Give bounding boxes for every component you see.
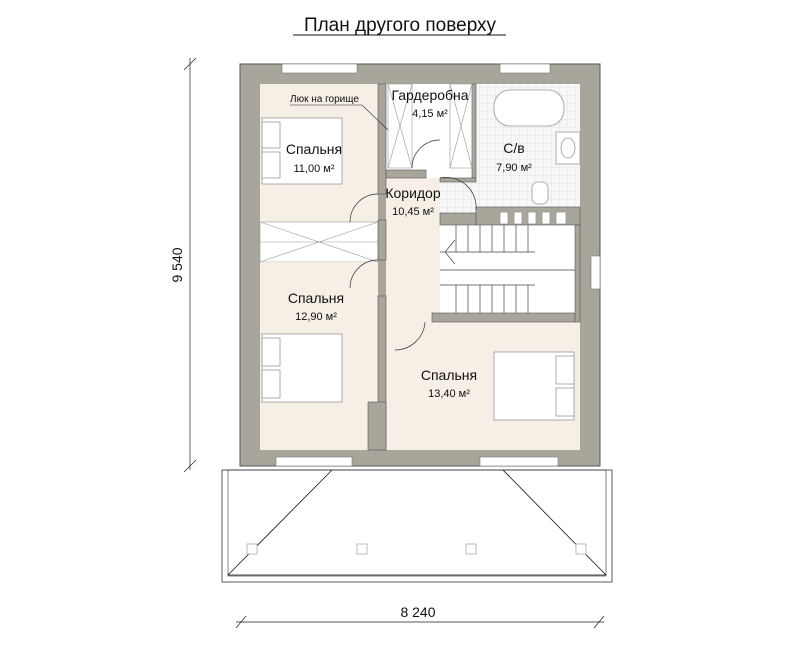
room-labels: Спальня 11,00 м² Гардеробна 4,15 м² С/в … <box>286 87 532 400</box>
room-area: 4,15 м² <box>412 108 448 120</box>
room-name: Спальня <box>288 290 344 306</box>
room-name: Спальня <box>421 367 477 383</box>
balcony <box>221 469 613 583</box>
wardrobes <box>259 83 473 263</box>
room-name: Гардеробна <box>391 87 468 103</box>
room-area: 11,00 м² <box>294 163 335 175</box>
staircase <box>440 225 575 313</box>
room-name: С/в <box>503 140 524 156</box>
room-area: 12,90 м² <box>295 311 337 323</box>
height-dimension: 9 540 <box>169 247 185 282</box>
room-area: 7,90 м² <box>496 162 532 174</box>
beds <box>261 117 575 421</box>
room-area: 10,45 м² <box>392 206 434 218</box>
windows <box>275 63 601 467</box>
dimension-lines <box>183 57 605 629</box>
room-area: 13,40 м² <box>428 388 470 400</box>
width-dimension: 8 240 <box>400 604 435 620</box>
bathroom-fixtures <box>493 89 581 225</box>
doors <box>349 139 477 351</box>
room-name: Коридор <box>385 185 441 201</box>
attic-hatch-label: Люк на горище <box>290 94 359 105</box>
plan-title: План другого поверху <box>304 15 497 36</box>
room-name: Спальня <box>286 141 342 157</box>
